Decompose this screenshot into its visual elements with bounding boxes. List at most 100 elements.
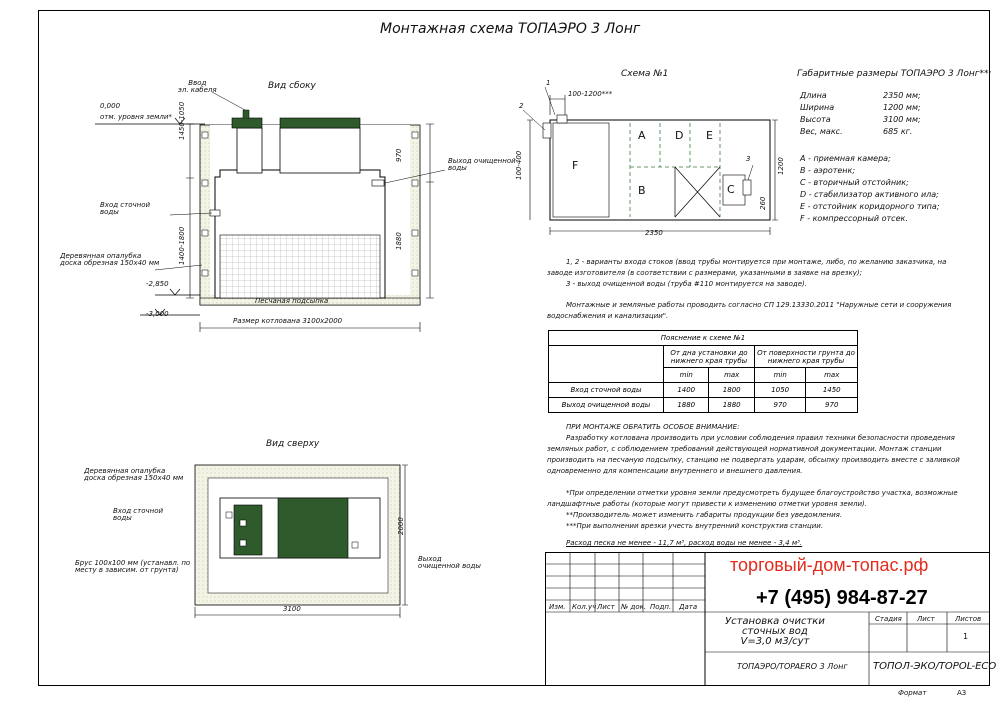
dim-top-height: 1450-1050: [178, 101, 186, 140]
cell: 1800: [708, 382, 755, 398]
dim-row-val: 3100 мм;: [883, 115, 921, 124]
phone-number[interactable]: +7 (495) 984-87-27: [756, 587, 928, 609]
scheme-num-3: 3: [746, 155, 751, 163]
dim-3100: 3100: [283, 605, 301, 613]
attention-line: Разработку котлована производить при усл…: [566, 434, 955, 442]
dim-2350: 2350: [645, 229, 663, 237]
top-view-drawing: [194, 464, 408, 618]
attention-line: производить на песчаную подсыпку, станци…: [547, 456, 960, 464]
note-4: Монтажные и земляные работы проводить со…: [566, 301, 952, 309]
legend-item: E - отстойник коридорного типа;: [800, 202, 940, 211]
dim-2000: 2000: [397, 517, 405, 535]
title-block-grid: [545, 552, 990, 686]
dim-row-key: Вес, макс.: [800, 127, 843, 136]
cell: 970: [805, 397, 858, 413]
dim-1880: 1880: [395, 232, 403, 250]
dim-row-val: 1200 мм;: [883, 103, 921, 112]
explanation-table: Пояснение к схеме №1 От дна установки до…: [548, 330, 859, 413]
stamp-col: № док.: [621, 603, 647, 611]
drawing-frame: [38, 10, 990, 686]
sand-bed-label: Песчаная подсыпка: [255, 297, 329, 305]
table-min: min: [753, 367, 807, 383]
stamp-stage: Стадия: [875, 615, 902, 623]
stamp-col: Дата: [679, 603, 698, 611]
attention-line: земляных работ, с соблюдением требований…: [547, 445, 942, 453]
beam-label: Брус 100x100 мм (устанавл. по месту в за…: [75, 559, 191, 574]
cell: 1880: [708, 397, 755, 413]
cell: 1050: [753, 382, 807, 398]
scheme-heading: Схема №1: [621, 69, 669, 79]
side-formwork-label: Деревянная опалубка доска обрезная 150x4…: [60, 252, 160, 267]
dim-bottom-height: 1400-1800: [178, 226, 186, 265]
side-view-heading: Вид сбоку: [268, 81, 316, 91]
sand-water-note: Расход песка не менее - 11,7 м³, расход …: [566, 539, 803, 547]
dim-row-val: 685 кг.: [883, 127, 913, 136]
row-name: Вход сточной воды: [548, 382, 664, 398]
top-formwork-label: Деревянная опалубка доска обрезная 150x4…: [84, 467, 184, 482]
level-zero-note: отм. уровня земли*: [100, 113, 172, 121]
cell: 1400: [662, 382, 710, 398]
stamp-col: Подп.: [650, 603, 672, 611]
table-max: max: [708, 367, 755, 383]
table-header-2: От поверхности грунта до нижнего края тр…: [753, 345, 859, 368]
legend-item: B - аэротенк;: [800, 166, 856, 175]
dim-1200: 1200: [777, 157, 785, 175]
compartment-d: D: [675, 129, 684, 142]
pit-size-label: Размер котлована 3100x2000: [233, 317, 343, 325]
model-name: ТОПАЭРО/TOPAERO 3 Лонг: [737, 662, 848, 671]
table-header-1: От дна установки до нижнего края трубы: [663, 345, 755, 368]
stamp-sheets: Листов: [955, 615, 982, 623]
row-name: Выход очищенной воды: [548, 397, 664, 413]
level-minus-3000: -3,000: [146, 310, 169, 318]
top-view-heading: Вид сверху: [266, 439, 320, 449]
dim-row-key: Длина: [800, 91, 827, 100]
cell: 970: [753, 397, 807, 413]
attention-heading: ПРИ МОНТАЖЕ ОБРАТИТЬ ОСОБОЕ ВНИМАНИЕ:: [566, 423, 740, 431]
compartment-a: A: [638, 129, 646, 142]
cell: 1880: [662, 397, 710, 413]
top-inlet-label: Вход сточной воды: [113, 507, 164, 522]
level-zero: 0,000: [100, 102, 121, 110]
footnote: *При определении отметки уровня земли пр…: [566, 489, 958, 497]
scheme-num-2: 2: [519, 102, 524, 110]
table-caption: Пояснение к схеме №1: [548, 330, 858, 346]
product-name: Установка очистки сточных вод V=3,0 м3/с…: [725, 616, 825, 647]
format-value: A3: [957, 689, 967, 697]
drawing-title: Монтажная схема ТОПАЭРО 3 Лонг: [380, 21, 641, 37]
table-min: min: [662, 367, 710, 383]
legend-item: D - стабилизатор активного ила;: [800, 190, 939, 199]
stamp-col: Кол.уч: [572, 603, 597, 611]
side-outlet-label: Выход очищенной воды: [448, 157, 516, 172]
stamp-col: Изм.: [549, 603, 566, 611]
scheme-drawing: [522, 86, 778, 235]
attention-line: одновременно для компенсации внутреннего…: [547, 467, 803, 475]
top-outlet-label: Выход очищенной воды: [418, 555, 481, 570]
legend-item: F - компрессорный отсек.: [800, 214, 908, 223]
side-inlet-label: Вход сточной воды: [100, 201, 151, 216]
note-1b: заводе изготовителя (в соответствии с ра…: [547, 269, 862, 277]
dim-260: 260: [759, 196, 767, 210]
stamp-sheets-value: 1: [963, 632, 969, 641]
compartment-e: E: [706, 129, 713, 142]
side-view-drawing: [95, 91, 446, 332]
level-minus-2850: -2,850: [146, 280, 169, 288]
note-3: 3 - выход очищенной воды (труба #110 мон…: [566, 280, 807, 288]
dims-heading: Габаритные размеры ТОПАЭРО 3 Лонг**:: [797, 69, 992, 79]
format-label: Формат: [898, 689, 927, 697]
dim-row-val: 2350 мм;: [883, 91, 921, 100]
cell: 1450: [805, 382, 858, 398]
compartment-c: C: [727, 183, 735, 196]
dim-row-key: Ширина: [800, 103, 835, 112]
footnote: **Производитель может изменить габариты …: [566, 511, 843, 519]
company-name: ТОПОЛ-ЭКО/TOPOL-ECO: [873, 661, 997, 672]
website-link[interactable]: торговый-дом-топас.рф: [730, 555, 929, 575]
legend-item: C - вторичный отстойник;: [800, 178, 909, 187]
dim-100-400: 100-400: [515, 150, 523, 180]
table-max: max: [805, 367, 858, 383]
dim-row-key: Высота: [800, 115, 831, 124]
cable-inlet-label: Ввод эл. кабеля: [178, 79, 217, 94]
compartment-f: F: [572, 159, 579, 172]
note-4b: водоснабжения и канализации".: [547, 312, 669, 320]
